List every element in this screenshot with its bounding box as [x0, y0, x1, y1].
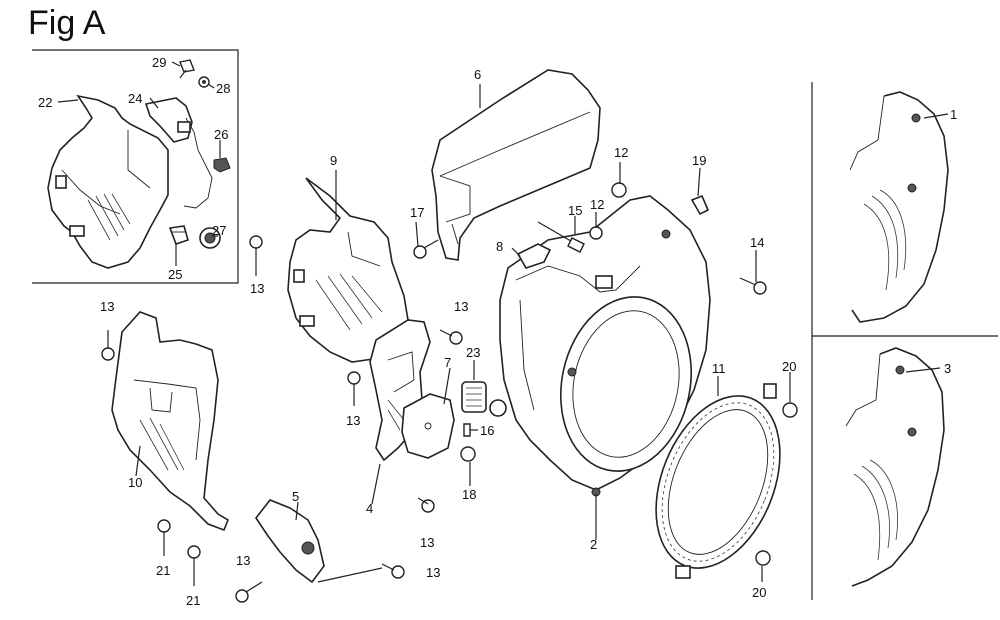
callout-21b: 21: [186, 593, 201, 608]
part-25-clip: [168, 225, 189, 246]
callout-22: 22: [38, 95, 53, 110]
callout-12b: 12: [590, 197, 605, 212]
callout-13b: 13: [250, 281, 265, 296]
part-13-bolt-e: [417, 497, 435, 513]
callout-1: 1: [950, 107, 958, 122]
callout-11: 11: [712, 361, 726, 376]
part-23-grommet: [461, 381, 507, 417]
part-24-bracket: [144, 97, 213, 209]
callout-20b: 20: [752, 585, 767, 600]
part-28-nut: [198, 76, 210, 88]
callout-13d: 13: [346, 413, 361, 428]
callout-12a: 12: [614, 145, 629, 160]
part-22-shroud: [47, 94, 169, 269]
part-21-bolt-b: [187, 545, 201, 586]
part-19-clip: [690, 194, 710, 216]
inset-frame-left: [32, 49, 239, 284]
callout-27: 27: [212, 223, 227, 238]
callout-2: 2: [590, 537, 598, 552]
callout-18: 18: [462, 487, 477, 502]
part-13-bolt-c: [439, 329, 463, 345]
part-26-clip: [213, 157, 231, 173]
part-16-bolt: [463, 423, 471, 437]
part-15-bolt: [537, 221, 585, 253]
part-13-bolt-f: [235, 581, 263, 603]
callout-24: 24: [128, 91, 143, 106]
callout-20a: 20: [782, 359, 797, 374]
part-10-shroud: [111, 311, 229, 532]
part-8-bracket: [516, 243, 552, 269]
part-11-guard: [655, 383, 781, 579]
leader-lines: [57, 61, 949, 583]
callout-26: 26: [214, 127, 229, 142]
part-18-bolt: [460, 446, 476, 462]
part-1-housing-inset: [849, 91, 949, 323]
callout-6: 6: [474, 67, 482, 82]
callout-7: 7: [444, 355, 452, 370]
callout-4: 4: [366, 501, 374, 516]
callout-28: 28: [216, 81, 231, 96]
callout-3: 3: [944, 361, 952, 376]
callout-17: 17: [410, 205, 425, 220]
part-17-bolt: [413, 239, 439, 259]
callout-13e: 13: [420, 535, 435, 550]
part-9-shroud: [287, 177, 409, 363]
part-13-bolt-d: [347, 371, 361, 406]
part-13-bolt-a: [101, 330, 115, 361]
callout-8: 8: [496, 239, 504, 254]
part-14-bolt: [739, 277, 767, 295]
callout-14: 14: [750, 235, 765, 250]
part-6-cover: [431, 69, 601, 261]
callout-13a: 13: [100, 299, 115, 314]
part-29-bolt: [179, 59, 195, 79]
part-5-bracket: [255, 499, 325, 584]
callout-5: 5: [292, 489, 300, 504]
callout-19: 19: [692, 153, 707, 168]
callout-15: 15: [568, 203, 583, 218]
part-3-housing-inset: [845, 347, 945, 587]
callout-16: 16: [480, 423, 495, 438]
part-20-nut-a: [782, 402, 798, 418]
callout-10: 10: [128, 475, 143, 490]
part-7-cover: [401, 393, 455, 459]
figure-title: Fig A: [28, 4, 106, 42]
part-20-nut-b: [755, 550, 771, 566]
part-13-bolt-g: [381, 563, 405, 579]
callout-21a: 21: [156, 563, 171, 578]
callout-25: 25: [168, 267, 183, 282]
callout-9: 9: [330, 153, 338, 168]
part-12-nut-a: [611, 182, 627, 198]
part-12-nut-b: [589, 226, 603, 240]
callout-29: 29: [152, 55, 167, 70]
callout-13f: 13: [236, 553, 251, 568]
part-13-bolt-b: [249, 235, 263, 276]
part-2-fan-housing: [499, 195, 711, 497]
callout-13g: 13: [426, 565, 441, 580]
callout-23: 23: [466, 345, 481, 360]
callout-13c: 13: [454, 299, 469, 314]
part-21-bolt-a: [157, 519, 171, 556]
